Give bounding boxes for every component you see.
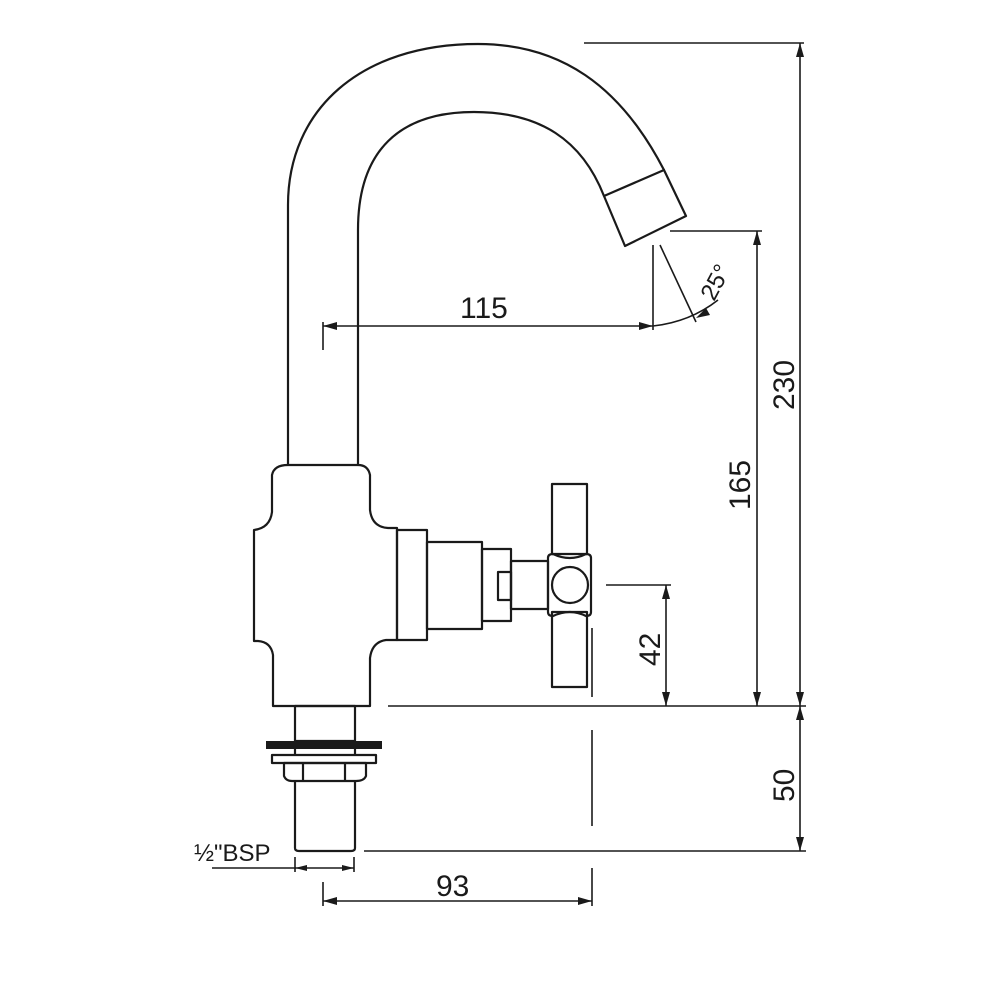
washer bbox=[266, 741, 382, 749]
shank-assembly bbox=[266, 704, 382, 853]
dimension-lines bbox=[212, 42, 806, 906]
dim-label-115: 115 bbox=[460, 292, 508, 325]
tap-body bbox=[252, 463, 550, 708]
dim-label-50: 50 bbox=[768, 769, 801, 802]
dim-label-165: 165 bbox=[724, 460, 757, 510]
dim-label-93: 93 bbox=[436, 870, 469, 903]
dim-label-bsp: ½"BSP bbox=[194, 840, 271, 867]
dim-label-230: 230 bbox=[768, 360, 801, 410]
spout bbox=[286, 42, 688, 465]
dim-label-42: 42 bbox=[634, 633, 667, 666]
backnut bbox=[282, 761, 368, 783]
dim-label-25deg: 25° bbox=[695, 260, 736, 305]
cross-handle bbox=[546, 482, 593, 689]
